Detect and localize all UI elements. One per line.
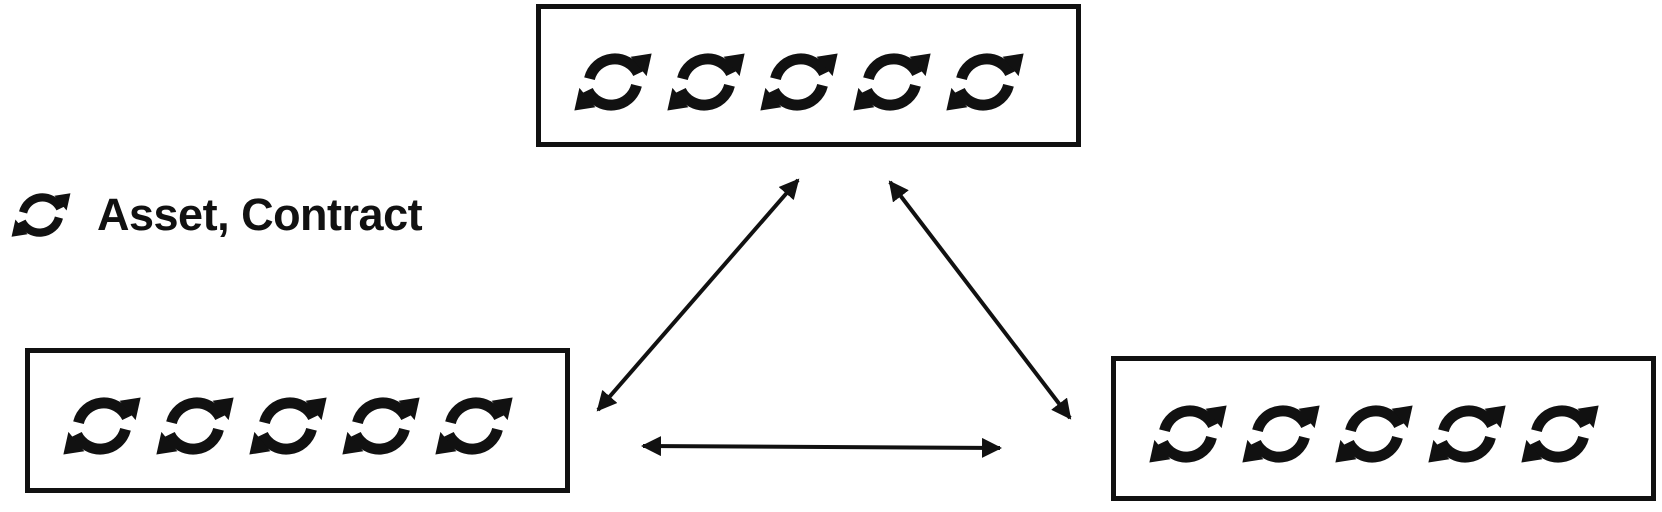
cycle-arrows-icon [60, 384, 144, 468]
cycle-arrows-icon [432, 384, 516, 468]
edge-top-right [888, 180, 1072, 420]
cycle-arrows-icon [571, 40, 655, 124]
cycle-arrows-icon [1239, 392, 1323, 476]
node-right [1111, 356, 1656, 501]
cycle-arrows-icon [943, 40, 1027, 124]
cycle-arrows-icon [664, 40, 748, 124]
cycle-arrows-icon [850, 40, 934, 124]
cycle-arrows-icon [1518, 392, 1602, 476]
cycle-arrows-icon [757, 40, 841, 124]
legend-label: Asset, Contract [97, 189, 423, 240]
cycle-arrows-icon [1146, 392, 1230, 476]
edge-top-left [596, 178, 800, 412]
legend: Asset, Contract [9, 180, 423, 250]
node-left [25, 348, 570, 493]
node-icon-row [571, 41, 1036, 123]
cycle-arrows-icon [153, 384, 237, 468]
cycle-arrows-icon [9, 183, 73, 247]
edge-left-right [641, 436, 1002, 458]
cycle-arrows-icon [246, 384, 330, 468]
node-icon-row [60, 385, 525, 467]
cycle-arrows-icon [1332, 392, 1416, 476]
cycle-arrows-icon [339, 384, 423, 468]
cycle-arrows-icon [1425, 392, 1509, 476]
node-top [536, 4, 1081, 147]
node-icon-row [1146, 393, 1611, 475]
